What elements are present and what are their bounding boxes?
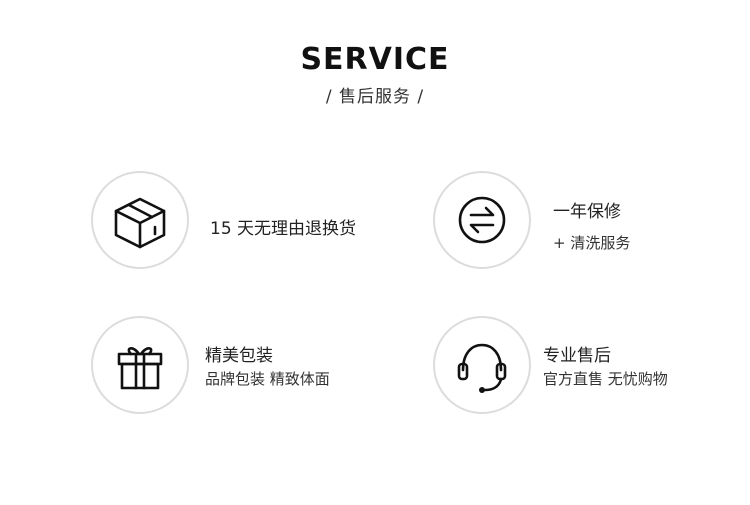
page-subtitle: / 售后服务 / — [325, 87, 425, 107]
service-support-title: 专业售后 — [543, 346, 611, 366]
box-icon — [114, 197, 166, 249]
service-packaging-title: 精美包装 — [205, 346, 273, 366]
exchange-arrows-icon — [458, 196, 506, 244]
return-policy-icon-circle — [91, 171, 189, 269]
headset-icon — [457, 343, 507, 393]
service-packaging-subtitle: 品牌包装 精致体面 — [205, 370, 330, 388]
service-warranty: 一年保修 + 清洗服务 — [553, 200, 630, 254]
service-support: 专业售后 官方直售 无忧购物 — [543, 344, 668, 390]
page-title: SERVICE — [300, 42, 450, 77]
gift-icon — [117, 347, 163, 390]
service-return-policy: 15 天无理由退换货 — [210, 217, 356, 241]
service-warranty-title: 一年保修 — [553, 202, 621, 222]
warranty-icon-circle — [433, 171, 531, 269]
service-support-subtitle: 官方直售 无忧购物 — [543, 370, 668, 388]
service-packaging: 精美包装 品牌包装 精致体面 — [205, 344, 330, 390]
service-return-policy-title: 15 天无理由退换货 — [210, 219, 357, 239]
service-warranty-subtitle: + 清洗服务 — [553, 234, 631, 252]
packaging-icon-circle — [91, 316, 189, 414]
support-icon-circle — [433, 316, 531, 414]
